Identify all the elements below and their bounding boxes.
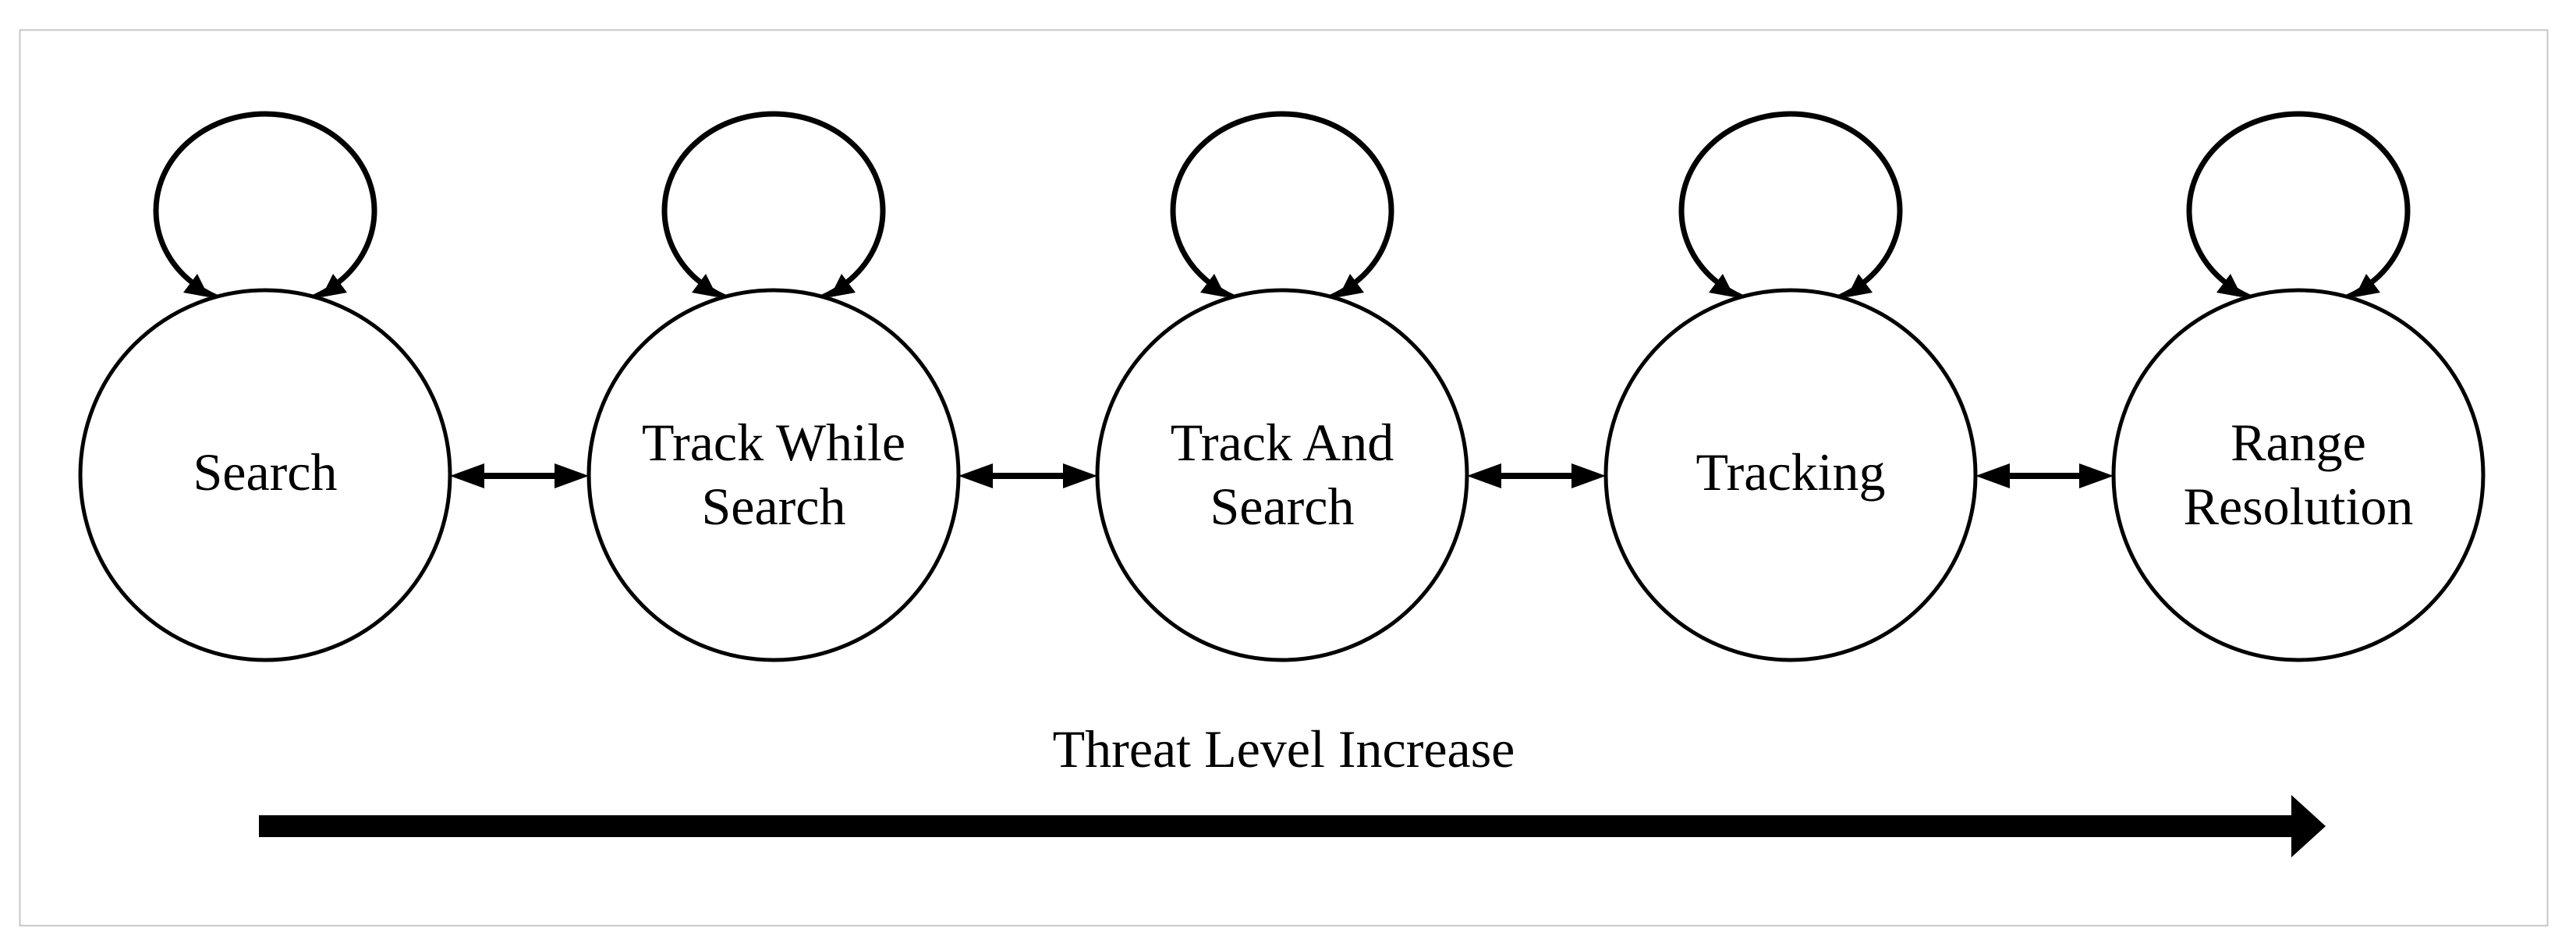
self-loop-arrowhead-left-icon xyxy=(2216,274,2242,297)
state-track-while-search: Track While Search xyxy=(586,111,961,662)
state-circle xyxy=(1095,288,1469,662)
transition-tracking-rangeresolution xyxy=(1975,463,2114,488)
self-loop-arc xyxy=(2186,111,2411,310)
state-tracking: Tracking xyxy=(1603,111,1978,662)
state-circle xyxy=(78,288,452,662)
state-label-line1: Range xyxy=(2231,413,2366,472)
self-loop-arrowhead-right-icon xyxy=(1847,274,1873,297)
self-loop-arc xyxy=(661,111,886,310)
self-loop-arc xyxy=(1678,111,1903,310)
self-loop-arrowhead-right-icon xyxy=(321,274,347,297)
state-track-and-search: Track And Search xyxy=(1095,111,1469,662)
thick-arrowhead-icon xyxy=(2291,795,2326,857)
state-label: Search xyxy=(193,442,337,502)
state-search: Search xyxy=(78,111,452,662)
thick-arrow-shaft xyxy=(259,815,2293,837)
figure-border xyxy=(19,29,2549,927)
state-label-line2: Search xyxy=(1210,477,1354,536)
self-loop-arc xyxy=(1170,111,1394,310)
state-range-resolution: Range Resolution xyxy=(2111,111,2486,662)
self-loop-arrowhead-left-icon xyxy=(1200,274,1226,297)
self-loop-arrowhead-left-icon xyxy=(692,274,718,297)
arrowhead-left-icon xyxy=(1975,463,2010,488)
arrowhead-right-icon xyxy=(2079,463,2114,488)
self-loop-arrowhead-left-icon xyxy=(183,274,209,297)
transition-search-trackwhilesearch xyxy=(450,463,589,488)
state-label-line2: Resolution xyxy=(2184,477,2414,536)
state-circle xyxy=(1603,288,1978,662)
state-label-line1: Track While xyxy=(642,413,905,472)
arrowhead-left-icon xyxy=(958,463,993,488)
arrowhead-right-icon xyxy=(555,463,589,488)
self-loop-arc xyxy=(153,111,377,310)
self-loop-arrowhead-right-icon xyxy=(1338,274,1364,297)
self-loop-arrowhead-right-icon xyxy=(2355,274,2380,297)
state-circle xyxy=(586,288,961,662)
arrowhead-left-icon xyxy=(1467,463,1501,488)
self-loop-arrowhead-right-icon xyxy=(830,274,856,297)
caption-label: Threat Level Increase xyxy=(1053,719,1515,779)
arrowhead-left-icon xyxy=(450,463,484,488)
state-label: Tracking xyxy=(1695,442,1885,502)
transition-trackwhilesearch-trackandsearch xyxy=(958,463,1097,488)
threat-level-arrow xyxy=(259,795,2326,857)
self-loop-arrowhead-left-icon xyxy=(1709,274,1734,297)
state-label-line2: Search xyxy=(701,477,845,536)
state-circle xyxy=(2111,288,2486,662)
transition-trackandsearch-tracking xyxy=(1467,463,1606,488)
arrowhead-right-icon xyxy=(1571,463,1606,488)
arrowhead-right-icon xyxy=(1063,463,1097,488)
state-label-line1: Track And xyxy=(1171,413,1394,472)
